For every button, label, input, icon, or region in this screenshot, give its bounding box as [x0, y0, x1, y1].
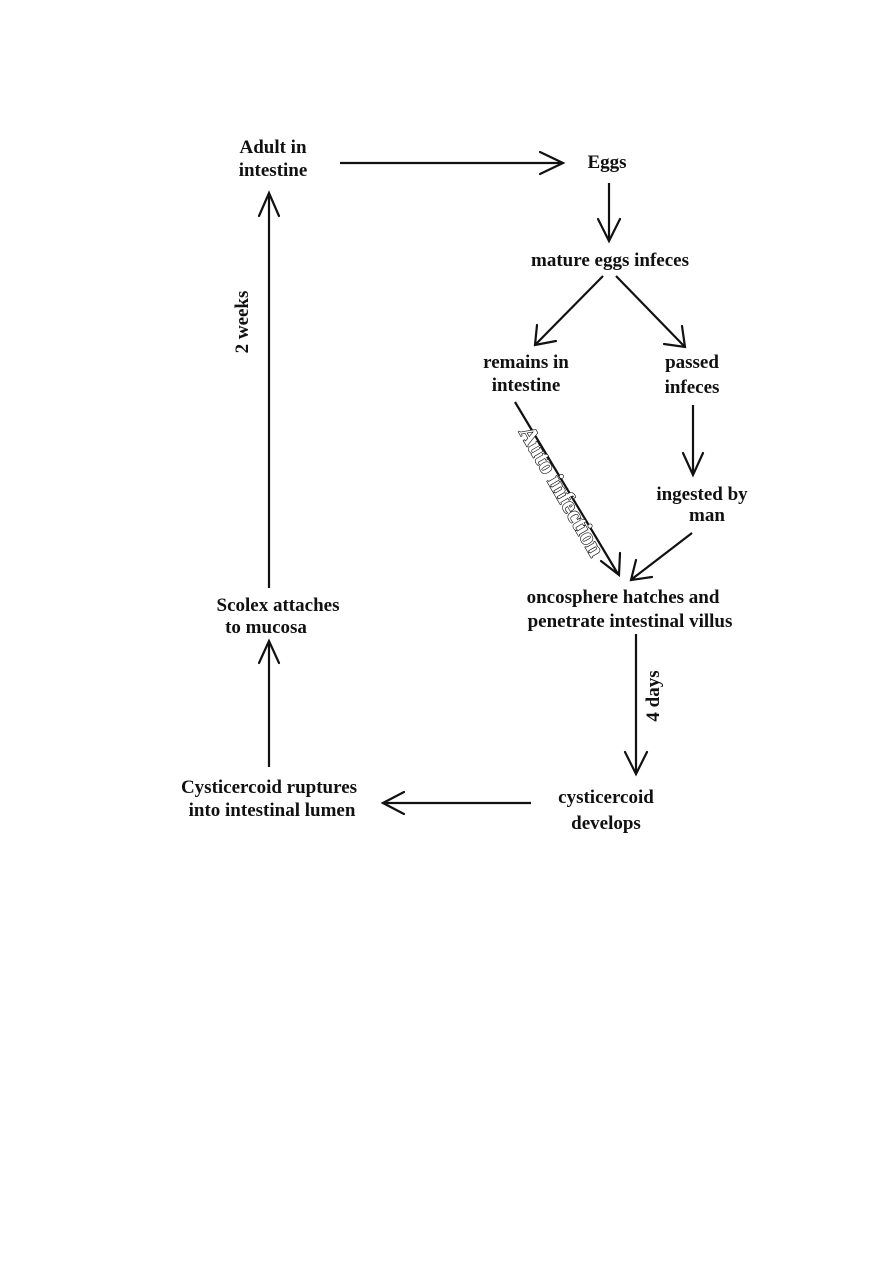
arrow-eggs-to-mature-eggs	[596, 183, 622, 244]
node-remains-in-intestine: remains in intestine	[483, 352, 569, 396]
arrow-auto-infection	[514, 401, 622, 578]
node-cysticercoid-develops-line2: develops	[571, 813, 641, 834]
arrow-passed-to-ingested	[681, 405, 705, 478]
node-passed-infeces-line2: infeces	[665, 377, 720, 398]
node-adult-in-intestine-line2: intestine	[239, 160, 308, 181]
node-adult-in-intestine-line1: Adult in	[239, 137, 306, 158]
edge-label-four-days: 4 days	[643, 670, 664, 721]
node-scolex-attaches: Scolex attaches to mucosa	[217, 595, 340, 638]
arrow-scolex-to-adult	[257, 190, 281, 588]
node-remains-in-intestine-line1: remains in	[483, 352, 569, 373]
node-cysticercoid-ruptures-line2: into intestinal lumen	[189, 800, 356, 821]
arrow-adult-to-eggs	[340, 150, 566, 176]
node-passed-infeces: passed infeces	[665, 352, 720, 398]
node-cysticercoid-develops: cysticercoid develops	[558, 787, 654, 834]
arrow-oncosphere-to-cysticercoid	[623, 634, 649, 777]
node-eggs: Eggs	[587, 152, 626, 173]
node-cysticercoid-ruptures-line1: Cysticercoid ruptures	[181, 777, 357, 798]
arrow-mature-to-remains	[533, 275, 604, 347]
edge-label-two-weeks: 2 weeks	[232, 291, 253, 354]
node-adult-in-intestine: Adult in intestine	[239, 137, 308, 181]
edge-label-auto-infection: Auto infection	[513, 422, 609, 561]
node-ingested-by-man: ingested by man	[656, 484, 748, 526]
node-oncosphere-line1: oncosphere hatches and	[527, 587, 720, 608]
arrow-develops-to-ruptures	[380, 790, 531, 816]
node-mature-eggs: mature eggs infeces	[531, 250, 689, 271]
node-scolex-attaches-line1: Scolex attaches	[217, 595, 340, 616]
node-ingested-by-man-line2: man	[689, 505, 725, 526]
node-ingested-by-man-line1: ingested by	[656, 484, 748, 505]
arrow-mature-to-passed	[615, 275, 687, 349]
node-mature-eggs-line1: mature eggs infeces	[531, 250, 689, 271]
arrow-ruptures-to-scolex	[257, 638, 281, 767]
arrow-ingested-to-oncosphere	[629, 532, 693, 582]
node-oncosphere-line2: penetrate intestinal villus	[528, 611, 733, 632]
node-remains-in-intestine-line2: intestine	[492, 375, 561, 396]
node-passed-infeces-line1: passed	[665, 352, 719, 373]
node-cysticercoid-develops-line1: cysticercoid	[558, 787, 654, 808]
node-eggs-line1: Eggs	[587, 152, 626, 173]
node-scolex-attaches-line2: to mucosa	[225, 617, 307, 638]
node-cysticercoid-ruptures: Cysticercoid ruptures into intestinal lu…	[181, 777, 357, 821]
node-oncosphere: oncosphere hatches and penetrate intesti…	[527, 587, 733, 632]
